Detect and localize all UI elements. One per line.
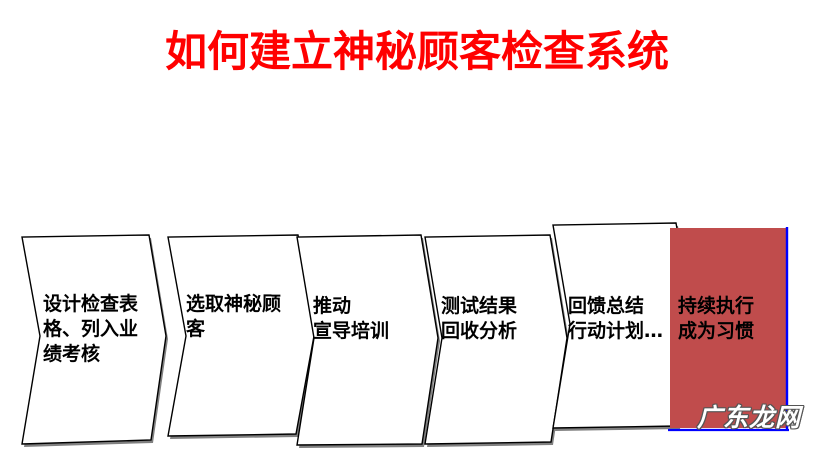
chevron-body-3 (296, 234, 439, 446)
page-title: 如何建立神秘顾客检查系统 (164, 27, 669, 76)
chevron-body-6 (670, 228, 787, 428)
watermark-text: 广东龙网 (697, 403, 802, 432)
chevron-shape-1 (21, 234, 168, 447)
chevron-shape-6 (668, 227, 789, 432)
chevron-body-1 (21, 234, 167, 445)
chevron-shape-3 (296, 234, 440, 448)
process-step-4[interactable]: 测试结果回收分析 (403, 232, 583, 454)
chevron-shape-4 (424, 234, 569, 447)
chevron-shape-2 (167, 234, 316, 439)
chevron-body-4 (424, 234, 568, 445)
chevron-body-2 (167, 234, 315, 437)
